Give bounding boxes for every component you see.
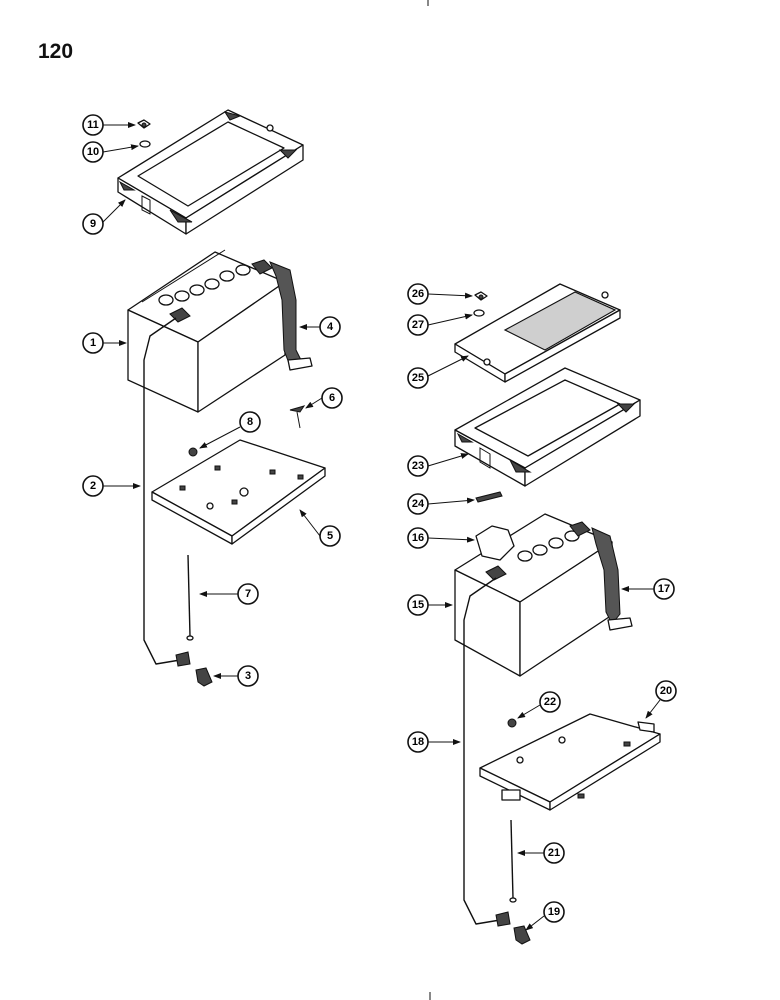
battery-cable-right (463, 577, 501, 925)
j-bolt-left (186, 554, 194, 641)
svg-text:17: 17 (658, 583, 670, 595)
callout-21: 21 (517, 842, 565, 864)
callout-1: 1 (82, 332, 127, 354)
callout-18: 18 (407, 731, 461, 753)
battery-cable-left (143, 317, 181, 665)
svg-text:3: 3 (245, 670, 251, 682)
wing-nut-right (474, 291, 488, 301)
callout-2: 2 (82, 475, 141, 497)
terminal-cover-16 (475, 525, 515, 561)
svg-text:6: 6 (329, 392, 335, 404)
spacer-24 (475, 491, 503, 503)
nut-22 (507, 718, 517, 728)
svg-text:22: 22 (544, 696, 556, 708)
svg-text:16: 16 (412, 532, 424, 544)
svg-text:5: 5 (327, 530, 333, 542)
terminal-boot-left (195, 667, 213, 687)
callout-23: 23 (407, 453, 469, 477)
callout-9: 9 (82, 199, 126, 235)
battery-right (454, 513, 613, 677)
svg-text:27: 27 (412, 319, 424, 331)
svg-text:26: 26 (412, 288, 424, 300)
screw-6 (289, 405, 306, 429)
callout-6: 6 (305, 387, 343, 409)
callout-16: 16 (407, 527, 475, 549)
battery-tray-right (479, 713, 661, 811)
svg-text:10: 10 (87, 146, 99, 158)
svg-text:23: 23 (412, 460, 424, 472)
svg-text:11: 11 (87, 119, 99, 131)
battery-cover-right (454, 283, 621, 383)
callout-3: 3 (213, 665, 259, 687)
svg-text:25: 25 (412, 372, 424, 384)
callout-27: 27 (407, 313, 473, 336)
page-number: 120 (38, 40, 74, 63)
svg-text:21: 21 (548, 847, 560, 859)
svg-text:7: 7 (245, 588, 251, 600)
washer-left (139, 140, 151, 148)
svg-text:8: 8 (247, 416, 253, 428)
nut-8 (188, 447, 198, 457)
svg-text:4: 4 (327, 321, 334, 333)
svg-text:19: 19 (548, 906, 560, 918)
terminal-boot-right (513, 925, 531, 945)
callout-7: 7 (199, 583, 259, 605)
callout-20: 20 (645, 680, 677, 719)
callout-22: 22 (517, 691, 561, 719)
callout-26: 26 (407, 283, 473, 305)
svg-text:18: 18 (412, 736, 424, 748)
svg-text:15: 15 (412, 599, 424, 611)
battery-left (127, 249, 286, 413)
svg-text:20: 20 (660, 685, 672, 697)
callout-11: 11 (82, 114, 136, 136)
wing-nut-left (137, 119, 151, 129)
callout-25: 25 (407, 355, 469, 389)
callout-8: 8 (199, 411, 261, 449)
callout-17: 17 (621, 578, 675, 600)
svg-text:1: 1 (90, 337, 96, 349)
washer-right (473, 309, 485, 317)
callout-24: 24 (407, 493, 475, 515)
hold-down-frame-right (454, 367, 641, 487)
callout-19: 19 (525, 901, 565, 931)
callout-10: 10 (82, 141, 139, 163)
callout-5: 5 (299, 509, 341, 547)
svg-text:24: 24 (412, 498, 425, 510)
battery-tray-left (151, 439, 326, 545)
j-bolt-right (509, 819, 517, 903)
callout-4: 4 (299, 316, 341, 338)
svg-text:9: 9 (90, 218, 96, 230)
callout-15: 15 (407, 594, 453, 616)
hold-down-frame-left (117, 109, 304, 235)
svg-text:2: 2 (90, 480, 96, 492)
